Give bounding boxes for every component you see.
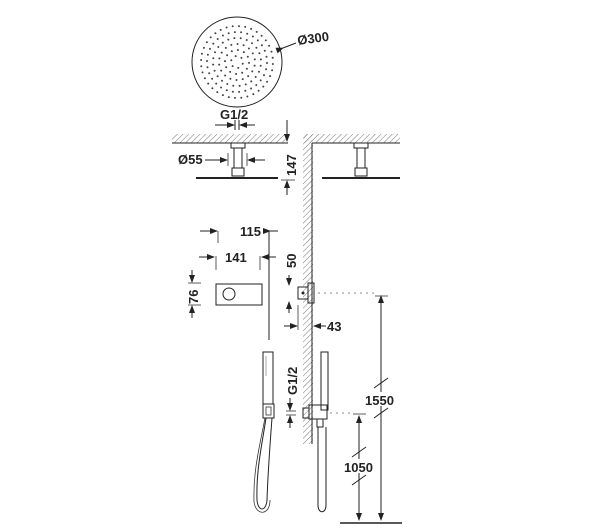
svg-text:76: 76	[186, 290, 201, 304]
wall-projection-dimension: 43	[284, 305, 341, 334]
svg-text:43: 43	[327, 319, 341, 334]
svg-text:115: 115	[240, 224, 261, 239]
arm-height-dimension: 147	[281, 120, 299, 195]
svg-text:147: 147	[284, 154, 299, 176]
handshower-front	[253, 351, 275, 513]
wall-valve-side	[297, 282, 375, 304]
control-offset-dimension: 50	[284, 254, 299, 313]
svg-text:1550: 1550	[365, 393, 394, 408]
svg-text:50: 50	[284, 254, 299, 268]
svg-text:Ø55: Ø55	[178, 152, 203, 167]
ceiling	[172, 134, 400, 144]
outlet-height-dimension: 1050	[343, 413, 379, 521]
shower-head-top-view: Ø300	[191, 16, 330, 108]
valve-height-dimension: 1550	[364, 295, 400, 521]
svg-text:141: 141	[225, 250, 247, 265]
ceiling-arm-left	[196, 142, 278, 179]
control-plate	[215, 283, 263, 306]
control-box-dimensions: 115 141 76	[186, 224, 278, 340]
handshower-side	[302, 351, 352, 513]
inlet-thread-top-dimension: G1/2	[215, 107, 255, 130]
arm-diameter-dimension: Ø55	[178, 152, 265, 167]
inlet-thread-bottom-dimension: G1/2	[285, 367, 300, 428]
ceiling-arm-right	[322, 142, 400, 179]
head-diameter-label: Ø300	[296, 29, 330, 48]
svg-text:1050: 1050	[344, 460, 373, 475]
svg-text:G1/2: G1/2	[220, 107, 248, 122]
svg-text:G1/2: G1/2	[285, 367, 300, 395]
